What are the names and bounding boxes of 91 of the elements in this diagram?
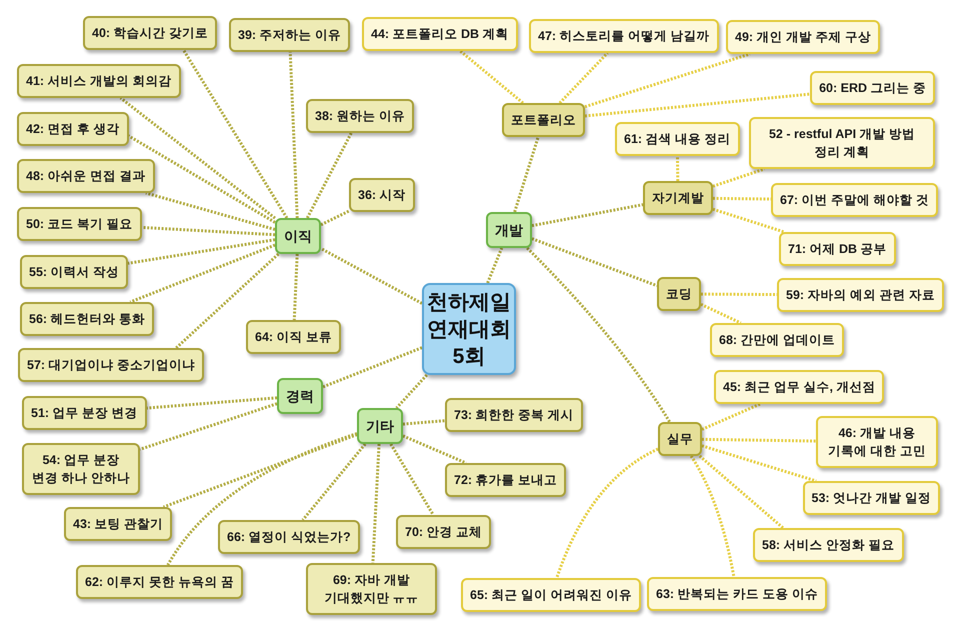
connector-line <box>292 254 299 320</box>
connector-line <box>182 49 288 219</box>
topic-box: 52 - restful API 개발 방법 정리 계획 <box>749 117 935 169</box>
connector-line <box>555 448 659 579</box>
connector-line <box>700 302 742 324</box>
connector-line <box>128 134 276 224</box>
connector-line <box>532 203 644 228</box>
connector-line <box>302 443 366 521</box>
connector-line <box>320 247 423 305</box>
topic-box: 58: 서비스 안정화 필요 <box>753 528 904 562</box>
connector-line <box>513 136 540 212</box>
topic-box: 51: 업무 분장 변경 <box>22 396 146 430</box>
connector-line <box>395 374 428 410</box>
topic-box: 62: 이루지 못한 뉴욕의 꿈 <box>76 565 243 599</box>
connector-line <box>140 402 278 451</box>
connector-line <box>130 244 276 304</box>
topic-box: 60: ERD 그리는 중 <box>810 71 935 105</box>
connector-line <box>702 438 816 443</box>
topic-box: 48: 아쉬운 면접 결과 <box>17 159 154 193</box>
topic-box: 64: 이직 보류 <box>246 320 342 354</box>
connector-line <box>702 444 817 482</box>
connector-line <box>306 132 353 219</box>
topic-box: 49: 개인 개발 주제 구상 <box>726 20 880 54</box>
connector-line <box>120 96 276 220</box>
topic-box: 39: 주저하는 이유 <box>229 18 350 52</box>
connector-line <box>698 454 784 530</box>
connector-line <box>676 156 680 182</box>
connector-line <box>712 208 785 234</box>
topic-box: 56: 헤드헌터와 통화 <box>20 302 154 336</box>
connector-line <box>288 52 299 218</box>
connector-line <box>402 419 446 426</box>
subtopic-box: 실무 <box>658 422 702 456</box>
connector-line <box>712 196 772 201</box>
connector-line <box>322 346 423 388</box>
topic-box: 66: 열정이 식었는가? <box>218 520 360 554</box>
connector-line <box>486 247 504 284</box>
connector-line <box>584 92 810 118</box>
subtopic-box: 코딩 <box>657 277 701 311</box>
connector-line <box>558 52 609 104</box>
connector-line <box>145 192 276 231</box>
topic-box: 45: 최근 업무 실수, 개선점 <box>714 370 884 404</box>
connector-line <box>402 434 467 464</box>
connector-line <box>584 52 750 108</box>
subtopic-box: 자기계발 <box>643 181 713 215</box>
subtopic-box: 포트폴리오 <box>502 103 585 137</box>
branch-topic-box: 개발 <box>486 212 532 248</box>
connector-line <box>700 292 778 296</box>
connector-line <box>459 50 524 104</box>
topic-box: 38: 원하는 이유 <box>306 99 414 133</box>
topic-box: 53: 엇나간 개발 일정 <box>802 481 940 515</box>
topic-box: 46: 개발 내용 기록에 대한 고민 <box>816 416 938 468</box>
branch-topic-box: 경력 <box>277 378 323 414</box>
connector-line <box>175 252 280 350</box>
connector-line <box>712 168 765 188</box>
branch-topic-box: 기타 <box>357 408 403 444</box>
topic-box: 67: 이번 주말에 해야할 것 <box>771 183 938 217</box>
topic-box: 63: 반복되는 카드 도용 이슈 <box>647 577 827 611</box>
topic-box: 69: 자바 개발 기대했지만 ㅠㅠ <box>306 563 437 615</box>
connector-line <box>526 246 671 423</box>
topic-box: 36: 시작 <box>349 178 415 212</box>
topic-box: 42: 면접 후 생각 <box>17 112 128 146</box>
topic-box: 57: 대기업이냐 중소기업이냐 <box>18 348 204 382</box>
topic-box: 50: 코드 복기 필요 <box>17 207 142 241</box>
topic-box: 54: 업무 분장 변경 하나 안하나 <box>22 443 140 495</box>
topic-box: 71: 어제 DB 공부 <box>779 232 896 266</box>
topic-box: 59: 자바의 예외 관련 자료 <box>777 278 944 312</box>
topic-box: 72: 휴가를 보내고 <box>445 463 566 497</box>
connector-line <box>146 396 278 410</box>
topic-box: 65: 최근 일이 어려워진 이유 <box>461 578 641 612</box>
topic-box: 73: 희한한 중복 게시 <box>445 398 582 432</box>
topic-box: 40: 학습시간 갖기로 <box>83 16 218 50</box>
connector-line <box>390 443 435 516</box>
connector-line <box>166 432 358 566</box>
topic-box: 55: 이력서 작성 <box>20 255 128 289</box>
topic-box: 44: 포트폴리오 DB 계획 <box>362 17 518 51</box>
topic-box: 61: 검색 내용 정리 <box>615 122 740 156</box>
connector-line <box>690 455 736 578</box>
connector-line <box>162 433 358 508</box>
branch-topic-box: 이직 <box>275 218 321 254</box>
connector-line <box>701 402 761 431</box>
topic-box: 70: 안경 교체 <box>396 515 492 549</box>
connector-line <box>128 238 276 265</box>
topic-box: 43: 보팅 관찰기 <box>64 507 172 541</box>
topic-box: 68: 간만에 업데이트 <box>710 323 844 357</box>
topic-box: 47: 히스토리를 어떻게 남길까 <box>529 19 718 53</box>
connector-line <box>371 444 381 564</box>
connector-line <box>531 237 658 288</box>
connector-line <box>141 226 276 236</box>
central-topic-box: 천하제일 연재대회 5회 <box>422 283 516 375</box>
topic-box: 41: 서비스 개발의 회의감 <box>17 64 180 98</box>
connector-line <box>320 210 350 226</box>
